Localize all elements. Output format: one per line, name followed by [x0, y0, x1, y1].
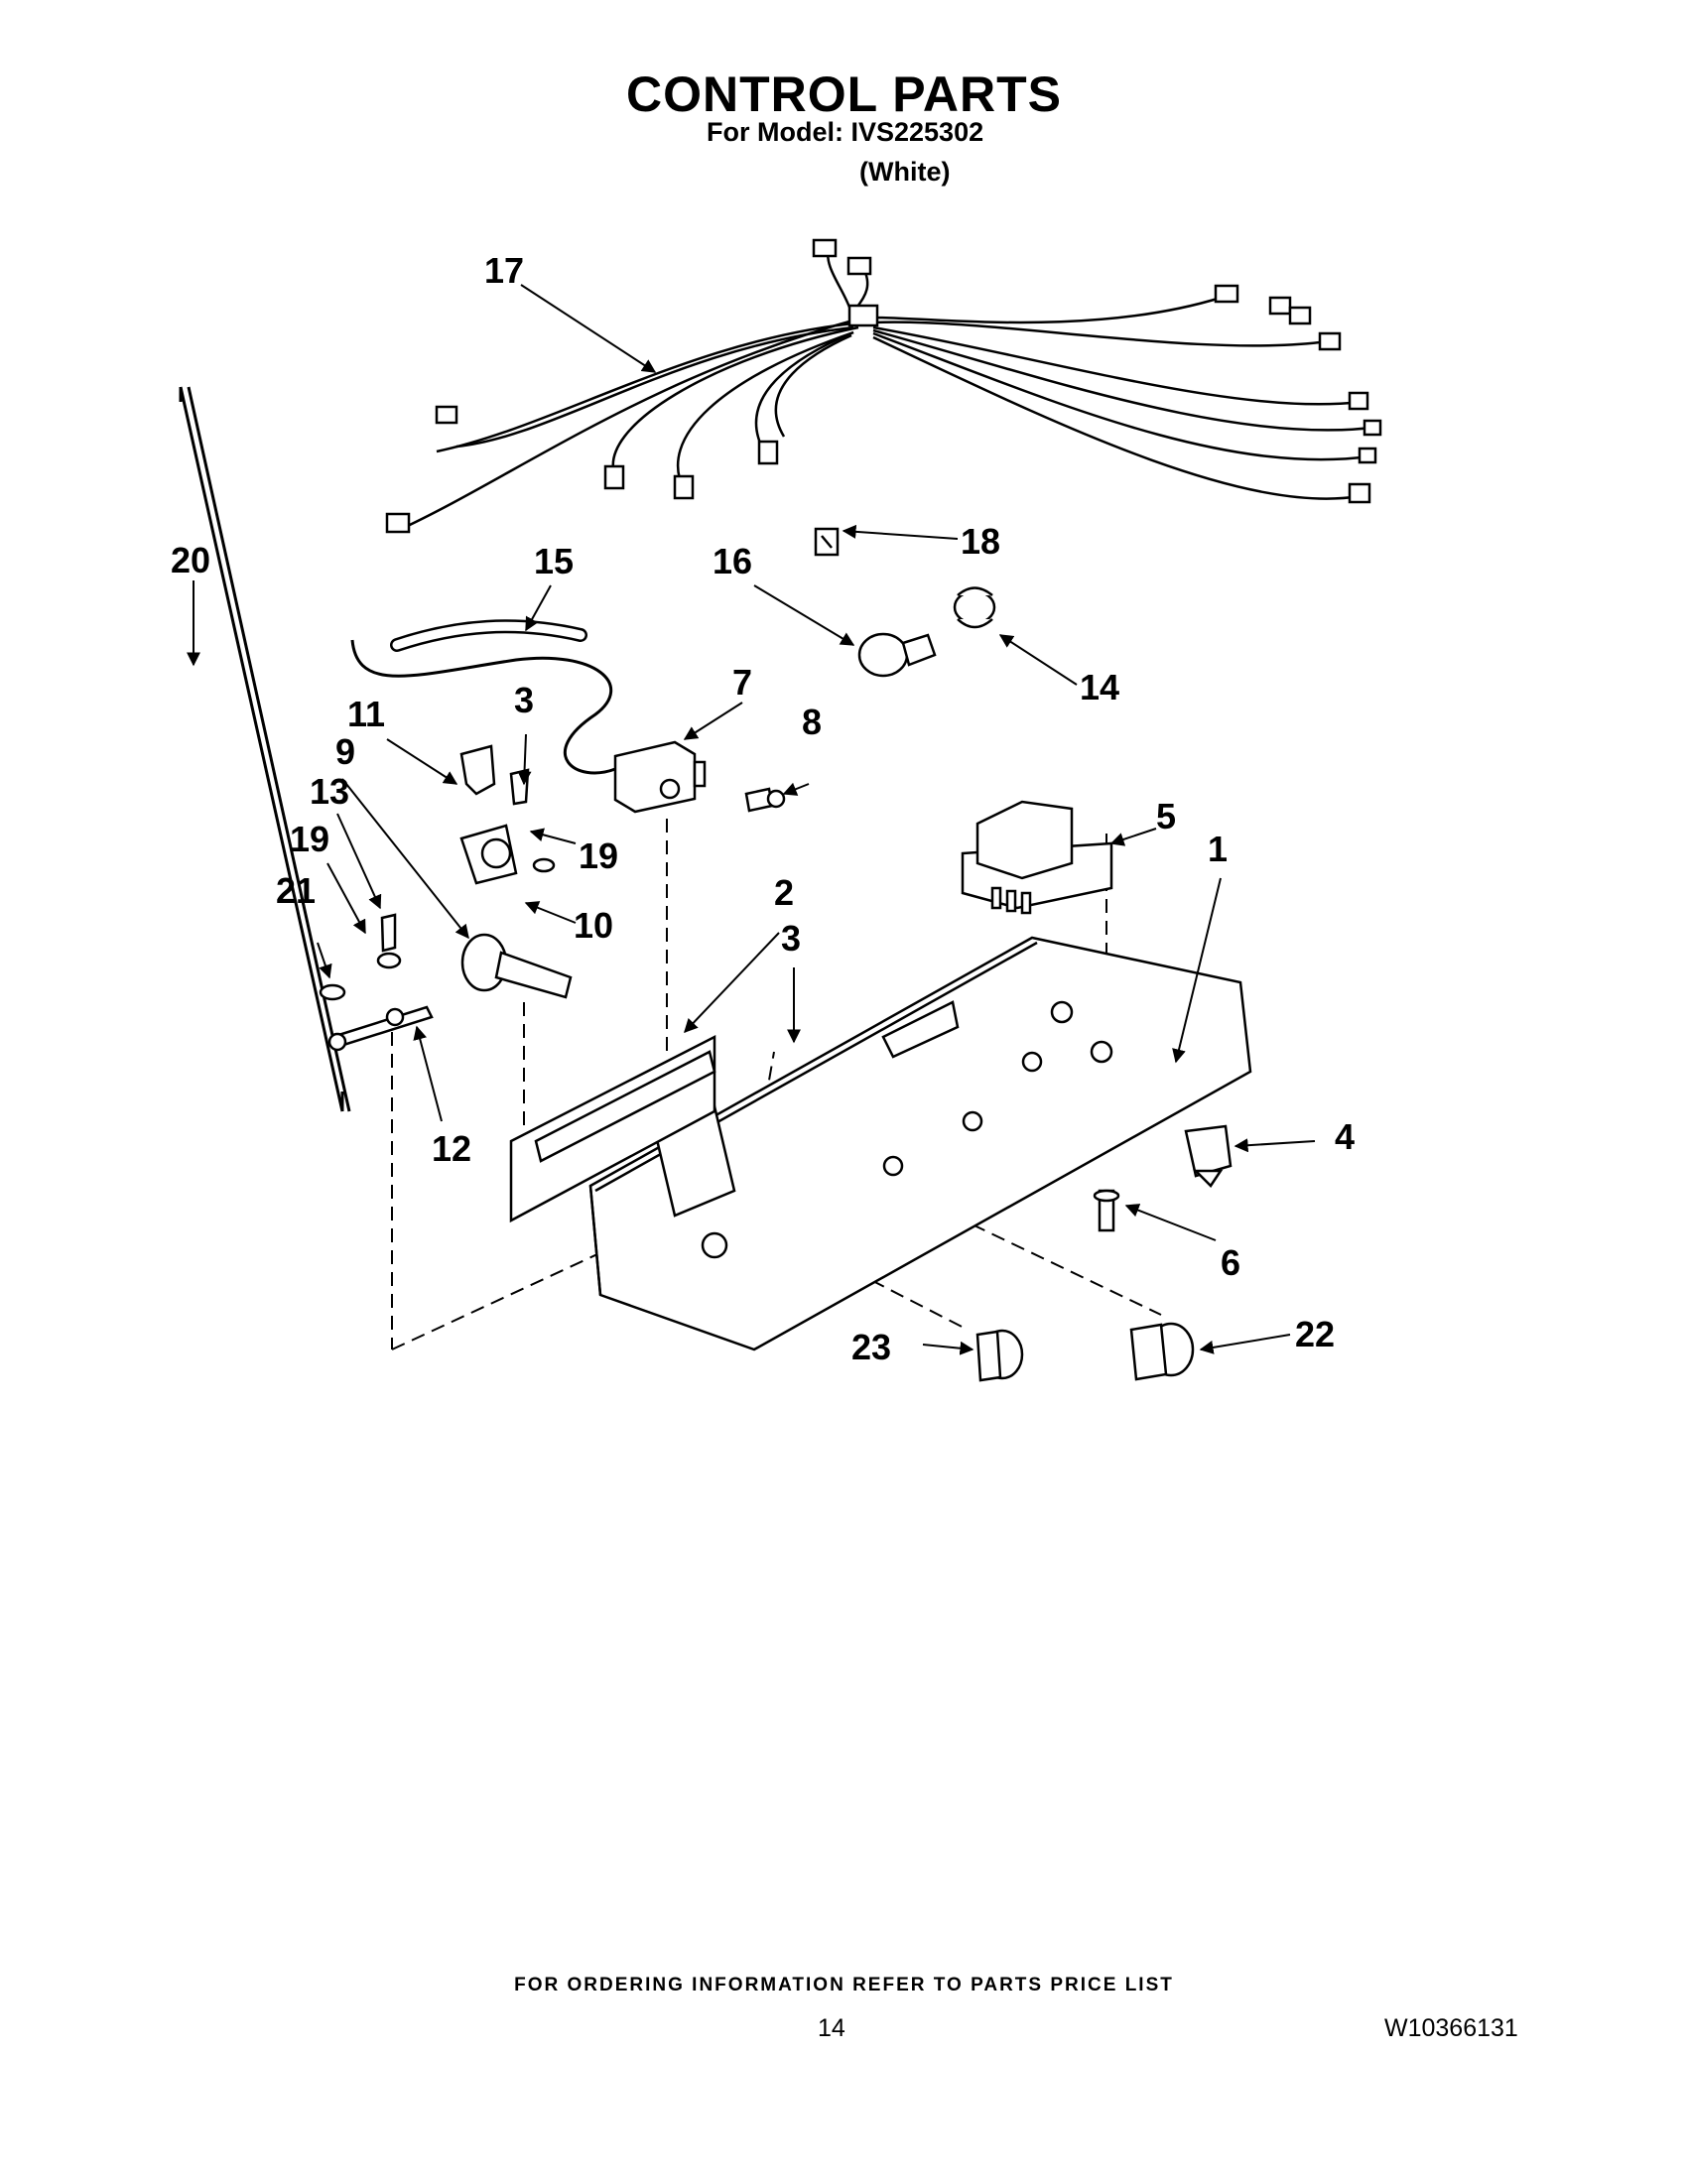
callout-22: 22 — [1295, 1314, 1335, 1354]
page-number: 14 — [818, 2014, 845, 2042]
callout-21: 21 — [276, 870, 316, 911]
callout-14: 14 — [1080, 667, 1119, 707]
callout-1: 1 — [1208, 829, 1228, 869]
callout-19-right: 19 — [579, 835, 618, 876]
control-thermostat — [613, 740, 707, 814]
control-rod — [179, 386, 351, 1112]
switch — [1184, 1124, 1233, 1188]
model-line: For Model: IVS225302 — [707, 117, 984, 147]
lock-button — [975, 1329, 1024, 1382]
callout-20: 20 — [171, 540, 210, 580]
light-switch-button — [1129, 1322, 1195, 1381]
ordering-note: FOR ORDERING INFORMATION REFER TO PARTS … — [514, 1975, 1174, 1995]
callout-15: 15 — [534, 541, 574, 581]
wire-connectors — [385, 238, 1382, 534]
light-bulb — [857, 632, 937, 678]
callout-12: 12 — [432, 1128, 471, 1169]
capillary-tube — [350, 619, 616, 775]
callout-leaders — [187, 284, 1316, 1355]
housing-screw — [1093, 1189, 1120, 1232]
transformer — [961, 800, 1113, 915]
control-housing — [588, 936, 1252, 1351]
support-plate — [509, 1034, 716, 1223]
callout-10: 10 — [574, 905, 613, 946]
callout-5: 5 — [1156, 796, 1176, 836]
callout-18: 18 — [961, 521, 1000, 562]
callout-13: 13 — [310, 771, 349, 812]
callout-3-top: 3 — [514, 680, 534, 720]
color-variant: (White) — [859, 157, 951, 187]
callout-16: 16 — [713, 541, 752, 581]
callout-3-lower: 3 — [781, 918, 801, 959]
callout-labels: 1 2 3 3 4 5 6 7 8 9 10 11 12 13 14 15 16… — [171, 250, 1355, 1367]
page-title: CONTROL PARTS — [626, 66, 1062, 122]
callout-9: 9 — [335, 731, 355, 772]
callout-6: 6 — [1221, 1242, 1240, 1283]
callout-4: 4 — [1335, 1116, 1355, 1157]
document-number: W10366131 — [1384, 2014, 1518, 2042]
callout-7: 7 — [732, 662, 752, 703]
callout-23: 23 — [851, 1327, 891, 1367]
callout-19-left: 19 — [290, 819, 329, 859]
callout-11: 11 — [347, 694, 385, 734]
callout-17: 17 — [484, 250, 524, 291]
bulb-retainer — [814, 527, 840, 557]
callout-2: 2 — [774, 872, 794, 913]
callout-8: 8 — [802, 702, 822, 742]
light-socket — [953, 586, 996, 629]
screw — [744, 787, 786, 813]
left-small-parts — [319, 744, 573, 1052]
